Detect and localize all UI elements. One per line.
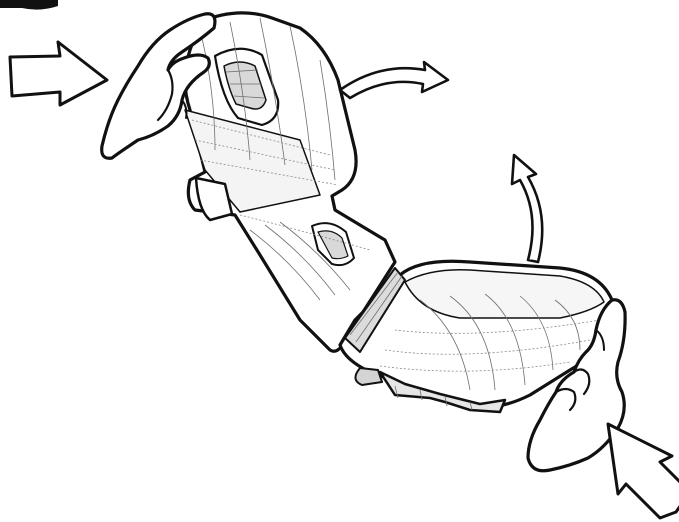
curved-rotation-arrow-right-icon — [512, 155, 542, 262]
curved-rotation-arrow-top-icon — [340, 62, 448, 98]
push-arrow-bottom-right-icon — [608, 424, 679, 518]
push-arrow-left-icon — [10, 42, 107, 105]
step-number-fragment — [0, 0, 58, 10]
